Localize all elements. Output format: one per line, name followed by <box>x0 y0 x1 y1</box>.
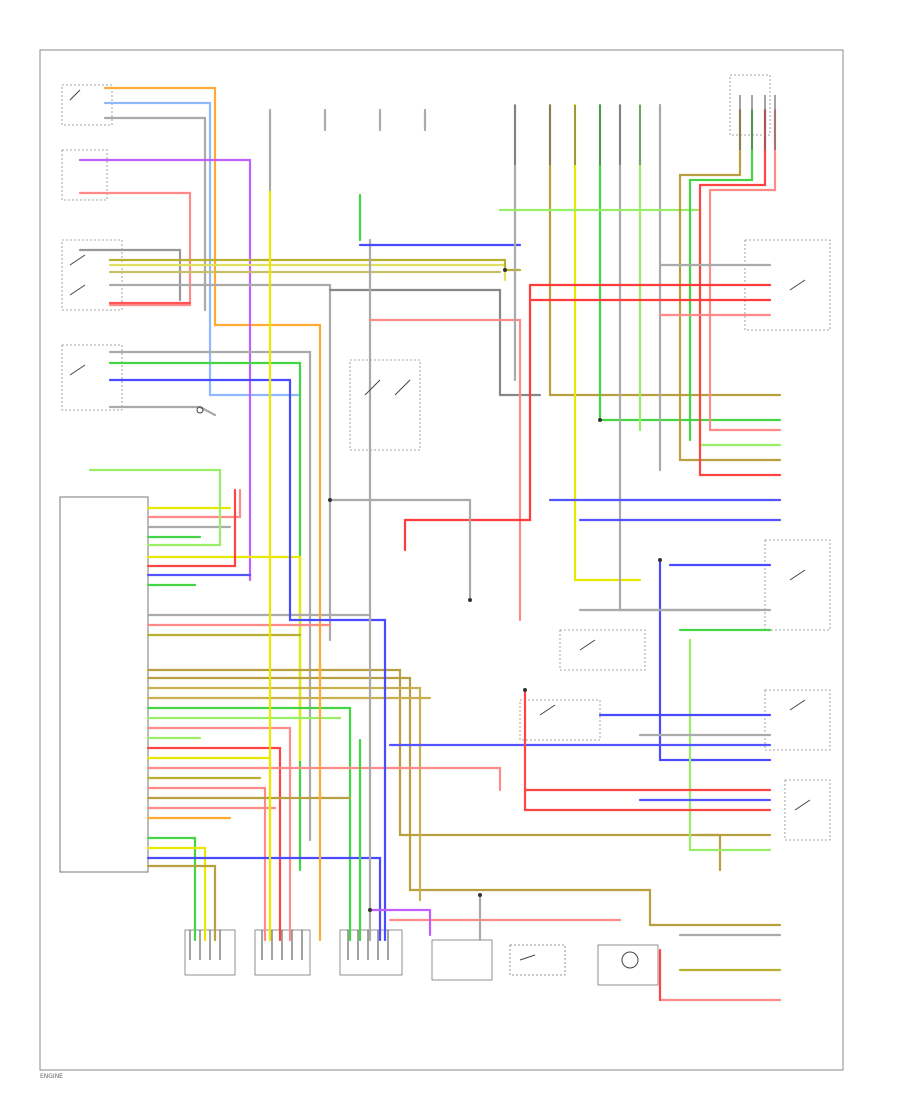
wire-green-1 <box>108 361 302 872</box>
center-switch-2-box <box>519 699 601 741</box>
wire-lgreen-cu <box>88 468 222 547</box>
right-top-connector-box <box>729 74 771 136</box>
right-relay-4-box <box>784 779 831 841</box>
wire-pink-cu <box>146 488 242 519</box>
wire-gray-diag <box>328 498 472 602</box>
bottom-connectors <box>184 929 659 986</box>
right-relay-2-box <box>764 539 831 631</box>
junction-dots <box>328 268 662 912</box>
wire-green-cu-4 <box>146 836 197 942</box>
center-relay-box <box>349 359 421 451</box>
wire-violet <box>78 158 252 582</box>
wire-brown-br <box>638 888 782 927</box>
wire-harness <box>78 86 782 1002</box>
wire-blue-cu-4 <box>146 856 382 942</box>
wire-pink-cu-4 <box>146 766 502 792</box>
wire-pink-vert <box>368 318 522 622</box>
wire-blue-top <box>103 101 302 397</box>
wire-red-cu-2 <box>146 746 282 942</box>
wire-dark-yellow-main <box>108 258 522 272</box>
wire-gray-4 <box>108 405 217 417</box>
wire-brown-2 <box>146 676 642 892</box>
wire-pink-cu-3 <box>146 726 292 942</box>
wire-blue-vert <box>288 378 387 942</box>
top-left-switch-box <box>61 84 113 126</box>
wire-yellow-cu-4 <box>146 846 207 942</box>
control-unit-box <box>59 496 149 873</box>
left-sensor-box <box>61 149 108 201</box>
wire-yellow-cu-2 <box>146 555 302 762</box>
wire-red-rt <box>698 108 782 477</box>
right-relay-3-box <box>764 689 831 751</box>
wire-red-vert-r <box>403 283 532 552</box>
wire-gray-top <box>103 116 207 312</box>
wire-pink-cu-5 <box>146 786 267 942</box>
center-switch-box <box>559 629 646 671</box>
wire-red-r4-b <box>523 688 772 812</box>
wire-dark-1 <box>328 288 542 397</box>
diagram-border <box>39 49 844 1071</box>
blower-control-relay-box <box>61 344 123 411</box>
wire-gray-2 <box>108 283 332 642</box>
wire-brown-tr <box>548 103 782 397</box>
bottom-sensor-6 <box>597 944 659 986</box>
connector-pins <box>189 95 776 960</box>
wire-brown-rt <box>678 108 782 462</box>
blower-relay-box <box>61 239 123 311</box>
wire-brown-3 <box>146 686 422 902</box>
wire-red-cu <box>146 488 237 568</box>
wire-green-cu-3 <box>146 706 352 942</box>
wire-gray-left <box>78 248 182 302</box>
wire-pink-rt <box>708 108 782 432</box>
bottom-connector-4 <box>431 939 493 981</box>
wire-brown-cu-6 <box>146 864 217 942</box>
wire-orange-top <box>103 86 322 327</box>
diagram-code: ENGINE <box>40 1073 63 1080</box>
switch-symbols <box>69 89 811 969</box>
wire-brown-1 <box>146 668 722 872</box>
bottom-switch-5 <box>509 944 566 976</box>
wire-violet-bc <box>368 908 432 937</box>
wire-pink-left <box>78 191 192 307</box>
wire-yellow-tr <box>573 103 642 582</box>
wire-blue-r2 <box>658 558 772 762</box>
wire-lgreen-r2 <box>688 638 772 852</box>
